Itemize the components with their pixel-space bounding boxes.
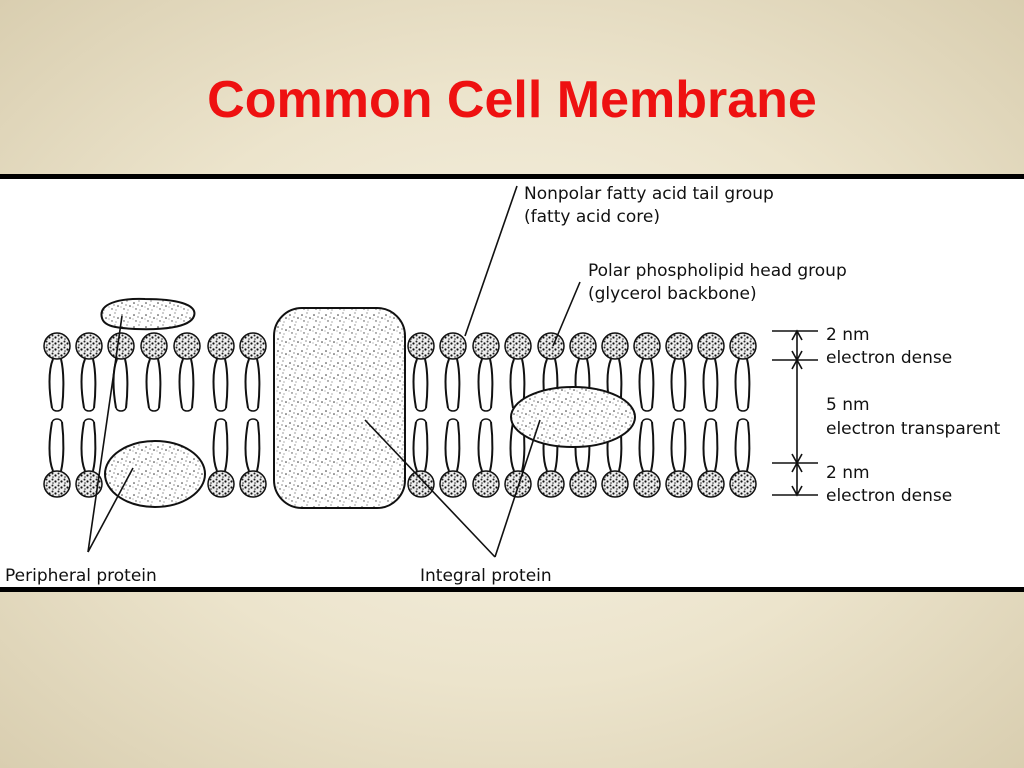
peripheral-protein-label: Peripheral protein [5, 566, 157, 586]
integral-protein-transmembrane [273, 307, 406, 509]
diagram-panel [0, 174, 1024, 592]
integral-protein-embedded [510, 386, 636, 448]
head-group-label-line1: Polar phospholipid head group [588, 261, 847, 281]
bottom-dimension-size: 2 nm [826, 463, 870, 483]
dimension-markers [772, 329, 818, 497]
top-dimension-size: 2 nm [826, 325, 870, 345]
top-dimension-desc: electron dense [826, 348, 952, 368]
peripheral-protein-top [100, 297, 196, 331]
tail-group-label-line1: Nonpolar fatty acid tail group [524, 184, 774, 204]
peripheral-protein-bottom [104, 440, 206, 508]
middle-dimension-size: 5 nm [826, 395, 870, 415]
leader-lines [87, 185, 581, 558]
bottom-dimension-desc: electron dense [826, 486, 952, 506]
tail-group-label-line2: (fatty acid core) [524, 207, 660, 227]
integral-protein-label: Integral protein [420, 566, 552, 586]
middle-dimension-desc: electron transparent [826, 419, 1001, 439]
slide-title: Common Cell Membrane [207, 71, 817, 129]
head-group-label-line2: (glycerol backbone) [588, 284, 757, 304]
